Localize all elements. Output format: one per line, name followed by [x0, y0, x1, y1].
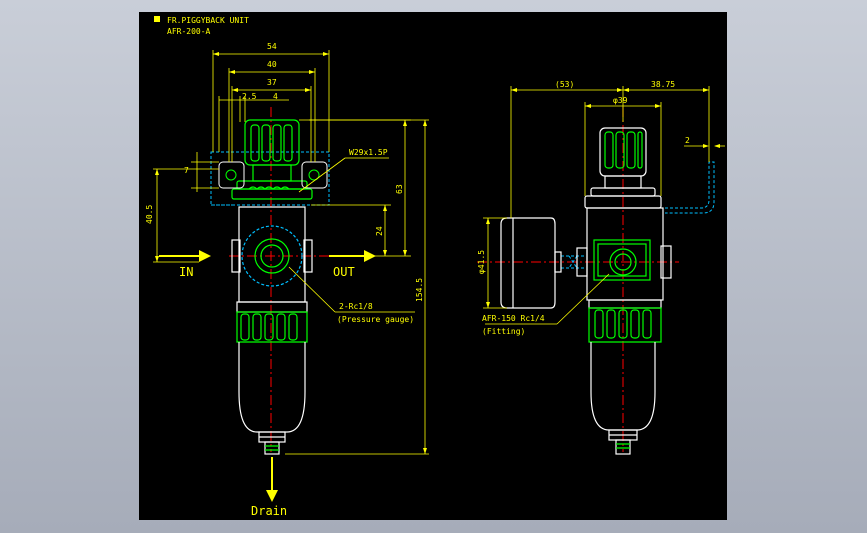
dim-40: 40 — [267, 60, 277, 69]
callout-gauge-note: (Pressure gauge) — [337, 315, 414, 324]
right-port — [593, 239, 651, 281]
left-regulator-knob — [231, 119, 313, 200]
right-centerlines — [477, 107, 679, 452]
dim-7: 7 — [184, 166, 189, 175]
dim-154-5: 154.5 — [415, 278, 424, 302]
right-callout-leaders — [485, 273, 610, 325]
in-arrow-icon — [159, 250, 211, 262]
callout-gauge-port: 2-Rc1/8 — [339, 302, 373, 311]
dim-24: 24 — [375, 226, 384, 236]
left-bowl — [236, 301, 308, 455]
left-callout-leaders — [288, 157, 415, 313]
dim-2: 2 — [685, 136, 690, 145]
dim-38-75: 38.75 — [651, 80, 675, 89]
right-dimension-ticks — [486, 88, 720, 308]
dim-39: φ39 — [613, 96, 628, 105]
callout-thread: W29x1.5P — [349, 148, 388, 157]
drawing-canvas: FR.PIGGYBACK UNIT AFR-200-A — [145, 16, 725, 518]
drain-arrow-icon — [266, 457, 278, 502]
dim-63: 63 — [395, 184, 404, 194]
left-mounting-bracket — [218, 161, 328, 189]
dim-40-5: 40.5 — [145, 205, 154, 224]
left-dimension-ticks — [155, 52, 427, 454]
title-line-1: FR.PIGGYBACK UNIT — [167, 16, 249, 25]
right-dimension-lines — [483, 86, 725, 309]
right-bowl — [588, 299, 662, 455]
out-label: OUT — [333, 265, 355, 279]
cad-viewport[interactable]: FR.PIGGYBACK UNIT AFR-200-A — [139, 12, 727, 520]
left-port — [241, 225, 303, 287]
dim-53: (53) — [555, 80, 574, 89]
right-regulator-knob — [584, 127, 662, 209]
drain-label: Drain — [251, 504, 287, 518]
pressure-gauge-icon — [500, 217, 562, 309]
title-marker-icon — [154, 16, 160, 22]
dim-4: 4 — [273, 92, 278, 101]
dim-2-5: 2.5 — [242, 92, 257, 101]
title-line-2: AFR-200-A — [167, 27, 211, 36]
right-hidden-lines — [561, 161, 715, 269]
left-hidden-lines — [210, 151, 330, 206]
in-label: IN — [179, 265, 193, 279]
callout-fitting-note: (Fitting) — [482, 327, 525, 336]
dim-54: 54 — [267, 42, 277, 51]
callout-fitting-port: AFR-150 Rc1/4 — [482, 314, 545, 323]
dim-41-5: φ41.5 — [477, 250, 486, 274]
dim-37: 37 — [267, 78, 277, 87]
left-dimension-lines — [153, 50, 429, 455]
left-body — [231, 206, 313, 303]
